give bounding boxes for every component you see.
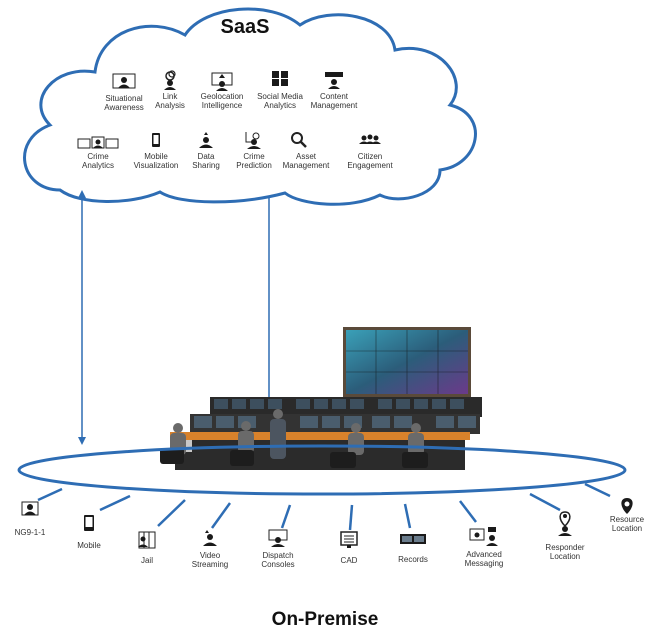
row2-label-5-a: Citizen	[358, 152, 382, 161]
premise-label-8-a: Responder	[545, 543, 584, 552]
premise-label-7-b: Messaging	[465, 559, 504, 568]
citizen-engagement-icon	[359, 134, 381, 144]
premise-label-3-b: Streaming	[192, 560, 228, 569]
cloud-row2: Crime Analytics Mobile Visualization Dat…	[77, 132, 393, 170]
double-arrow	[78, 190, 86, 445]
mobile-icon	[84, 515, 94, 531]
premise-label-9-b: Location	[612, 524, 642, 533]
row2-label-0-a: Crime	[87, 152, 109, 161]
cloud-row1: Situational Awareness Link Analysis Geol…	[104, 70, 358, 112]
video-streaming-icon	[203, 530, 217, 546]
row2-label-1-a: Mobile	[144, 152, 168, 161]
row1-label-0-a: Situational	[105, 94, 143, 103]
premise-ring	[17, 444, 627, 496]
row1-label-3-b: Analytics	[264, 101, 296, 110]
premise-label-2: Jail	[141, 556, 153, 565]
premise-label-5: CAD	[341, 556, 358, 565]
premise-label-6: Records	[398, 555, 428, 564]
social-media-analytics-icon	[272, 71, 288, 86]
jail-icon	[138, 531, 156, 549]
data-sharing-icon	[199, 132, 213, 148]
row2-label-3-b: Prediction	[236, 161, 272, 170]
saas-title: SaaS	[221, 16, 270, 38]
row1-label-2-b: Intelligence	[202, 101, 243, 110]
row2-label-1-b: Visualization	[134, 161, 179, 170]
premise-label-4-a: Dispatch	[262, 551, 293, 560]
link-analysis-icon	[164, 70, 176, 90]
mobile-visualization-icon	[152, 133, 160, 147]
crime-analytics-icon	[77, 136, 119, 149]
responder-location-icon	[558, 511, 572, 536]
row1-label-1-b: Analysis	[155, 101, 185, 110]
geolocation-intelligence-icon	[211, 72, 233, 91]
premise-label-0: NG9-1-1	[15, 528, 46, 537]
asset-management-icon	[291, 132, 307, 148]
row2-label-5-b: Engagement	[347, 161, 393, 170]
row1-label-1-a: Link	[163, 92, 179, 101]
advanced-messaging-icon	[469, 527, 498, 546]
content-management-icon	[325, 72, 343, 89]
row2-label-4-b: Management	[283, 161, 330, 170]
premise-label-4-b: Consoles	[261, 560, 294, 569]
dispatch-consoles-icon	[268, 529, 288, 547]
premise-label-3-a: Video	[200, 551, 221, 560]
premise-icons: NG9-1-1 Mobile Jail Video Streaming Disp…	[15, 498, 645, 569]
row2-label-0-b: Analytics	[82, 161, 114, 170]
records-icon	[400, 534, 426, 544]
row1-label-0-b: Awareness	[104, 103, 143, 112]
row2-label-2-a: Data	[198, 152, 215, 161]
premise-label-8-b: Location	[550, 552, 580, 561]
video-wall	[343, 327, 471, 397]
row2-label-4-a: Asset	[296, 152, 317, 161]
dispatch-room	[160, 397, 482, 470]
premise-label-7-a: Advanced	[466, 550, 502, 559]
premise-label-1: Mobile	[77, 541, 101, 550]
resource-location-icon	[621, 498, 633, 514]
spokes	[37, 482, 611, 531]
row1-label-4-a: Content	[320, 92, 349, 101]
situational-awareness-icon	[112, 73, 136, 89]
saas-cloud	[23, 7, 477, 206]
row2-label-3-a: Crime	[243, 152, 265, 161]
row2-label-2-b: Sharing	[192, 161, 220, 170]
row1-label-3-a: Social Media	[257, 92, 303, 101]
row1-label-4-b: Management	[311, 101, 358, 110]
cad-icon	[340, 531, 358, 548]
ng911-icon	[21, 501, 39, 516]
premise-label-9-a: Resource	[610, 515, 645, 524]
on-premise-title: On-Premise	[272, 609, 379, 630]
crime-prediction-icon	[245, 132, 261, 149]
row1-label-2-a: Geolocation	[201, 92, 244, 101]
